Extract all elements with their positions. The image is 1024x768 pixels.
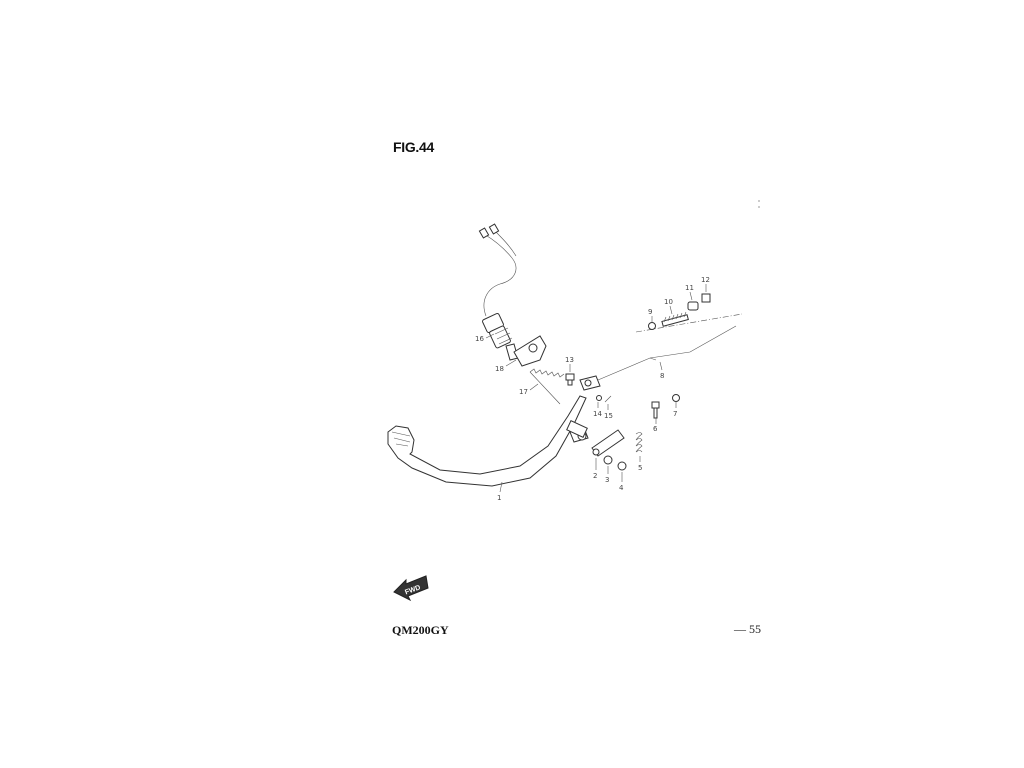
brake-light-switch-part-16: [478, 223, 519, 361]
return-spring-part-5: [635, 432, 643, 453]
callout-12: 12: [701, 276, 710, 284]
switch-bracket-part-18: [513, 335, 547, 367]
nut-part-4: [617, 461, 627, 471]
callout-16: 16: [475, 335, 484, 343]
callout-11: 11: [685, 284, 694, 292]
callout-7: 7: [673, 410, 677, 418]
bolt-part-6: [651, 401, 660, 419]
callout-18: 18: [495, 365, 504, 373]
nut-part-7: [672, 394, 680, 402]
brake-rod-part-8: [579, 325, 737, 391]
joint-part-11: [687, 301, 699, 311]
brake-pedal-part-1: [387, 395, 589, 487]
fwd-arrow: FWD: [393, 575, 429, 602]
callout-5: 5: [638, 464, 642, 472]
callout-4: 4: [619, 484, 624, 492]
callout-1: 1: [497, 494, 501, 502]
page-number: — 55: [734, 622, 761, 636]
alignment-line: [635, 313, 743, 333]
callouts: 1 2 3 4 5 6 7 8 9 10 11 12 13 14 15 16 1…: [475, 276, 710, 502]
pin-part-10: [661, 311, 689, 327]
leader-lines: [485, 284, 707, 493]
nut-part-9: [648, 322, 656, 330]
callout-14: 14: [593, 410, 602, 418]
figure-title: FIG.44: [393, 139, 434, 155]
callout-17: 17: [519, 388, 528, 396]
callout-2: 2: [593, 472, 597, 480]
pedal-shaft: [566, 420, 588, 438]
link-plate-part-2: [591, 429, 625, 457]
washer-part-14: [596, 395, 602, 401]
callout-13: 13: [565, 356, 574, 364]
model-label: QM200GY: [392, 623, 449, 637]
callout-6: 6: [653, 425, 658, 433]
bolt-part-13: [565, 373, 575, 386]
nut-part-12: [701, 293, 711, 303]
callout-9: 9: [648, 308, 652, 316]
cotter-pin-part-15: [604, 395, 612, 403]
callout-15: 15: [604, 412, 613, 420]
callout-8: 8: [660, 372, 664, 380]
washer-part-3: [603, 455, 613, 465]
callout-10: 10: [664, 298, 673, 306]
spring-part-17: [529, 368, 565, 405]
callout-3: 3: [605, 476, 609, 484]
